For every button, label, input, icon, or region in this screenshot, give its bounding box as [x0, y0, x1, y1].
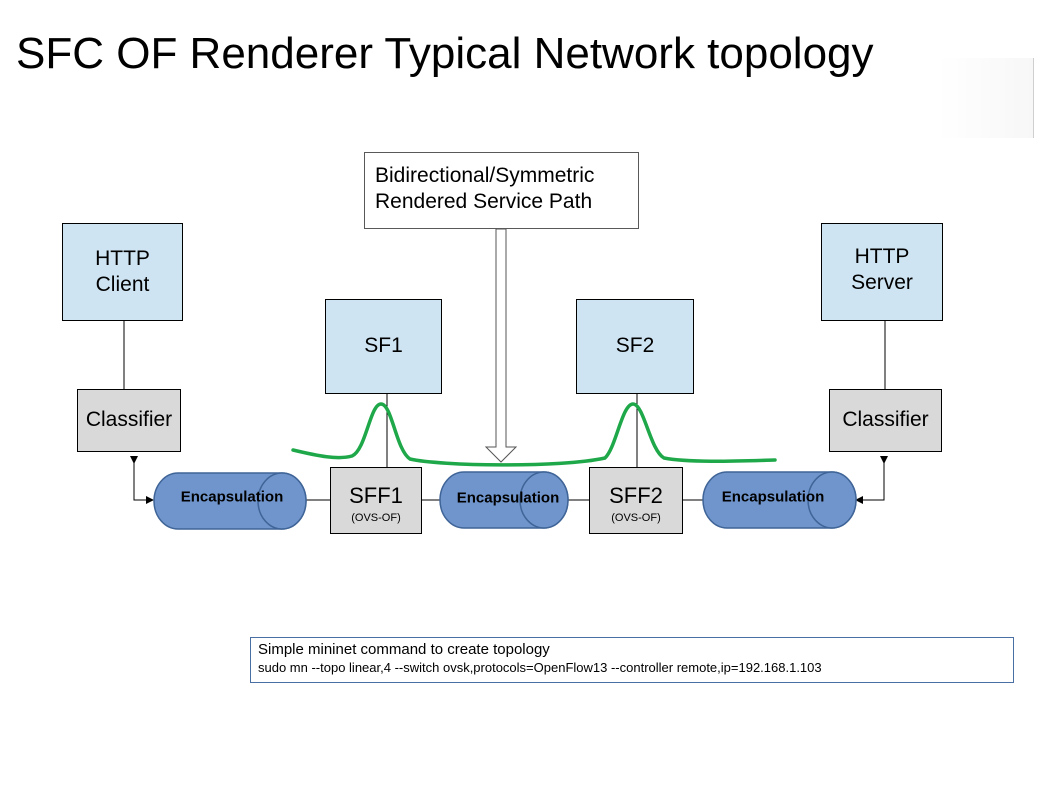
http-client-node: HTTP Client [62, 223, 183, 321]
sff1-label: SFF1 [349, 483, 403, 508]
sf2-label: SF2 [615, 334, 655, 358]
encapsulation-left-label: Encapsulation [180, 488, 284, 506]
http-server-node: HTTP Server [821, 223, 943, 321]
encapsulation-left-cylinder [153, 472, 307, 530]
classifier-right-node: Classifier [829, 389, 942, 452]
encapsulation-middle-cylinder [439, 471, 569, 529]
encapsulation-right-cylinder [702, 471, 857, 529]
mininet-command-box: Simple mininet command to create topolog… [250, 637, 1014, 683]
rsp-callout: Bidirectional/Symmetric Rendered Service… [364, 152, 639, 229]
service-path-curve [291, 402, 777, 467]
classifier-right-arrow [855, 456, 888, 504]
slide-title: SFC OF Renderer Typical Network topology [16, 29, 874, 78]
sff2-label: SFF2 [609, 483, 663, 508]
encapsulation-middle-label: Encapsulation [456, 489, 560, 507]
http-server-line-2: Server [851, 271, 913, 295]
http-client-line-2: Client [95, 273, 150, 296]
command-text: sudo mn --topo linear,4 --switch ovsk,pr… [258, 659, 822, 675]
sf2-node: SF2 [576, 299, 694, 394]
callout-line-1: Bidirectional/Symmetric [375, 164, 595, 187]
classifier-left-label: Classifier [85, 408, 173, 432]
classifier-right-label: Classifier [842, 408, 929, 432]
sf1-label: SF1 [364, 334, 403, 358]
callout-line-2: Rendered Service Path [375, 190, 593, 214]
classifier-left-node: Classifier [77, 389, 181, 452]
command-heading: Simple mininet command to create topolog… [258, 641, 550, 658]
sf1-node: SF1 [325, 299, 442, 394]
encapsulation-right-label: Encapsulation [721, 488, 825, 506]
decorative-corner-panel [938, 58, 1034, 138]
classifier-left-arrow [130, 456, 154, 504]
http-client-line-1: HTTP [95, 246, 150, 270]
callout-pointer-arrow [484, 228, 518, 463]
sff2-node: SFF2 (OVS-OF) [589, 467, 683, 534]
sff1-sublabel: (OVS-OF) [351, 511, 401, 524]
sff1-node: SFF1 (OVS-OF) [330, 467, 422, 534]
sff2-sublabel: (OVS-OF) [611, 511, 661, 524]
http-server-line-1: HTTP [854, 245, 910, 268]
